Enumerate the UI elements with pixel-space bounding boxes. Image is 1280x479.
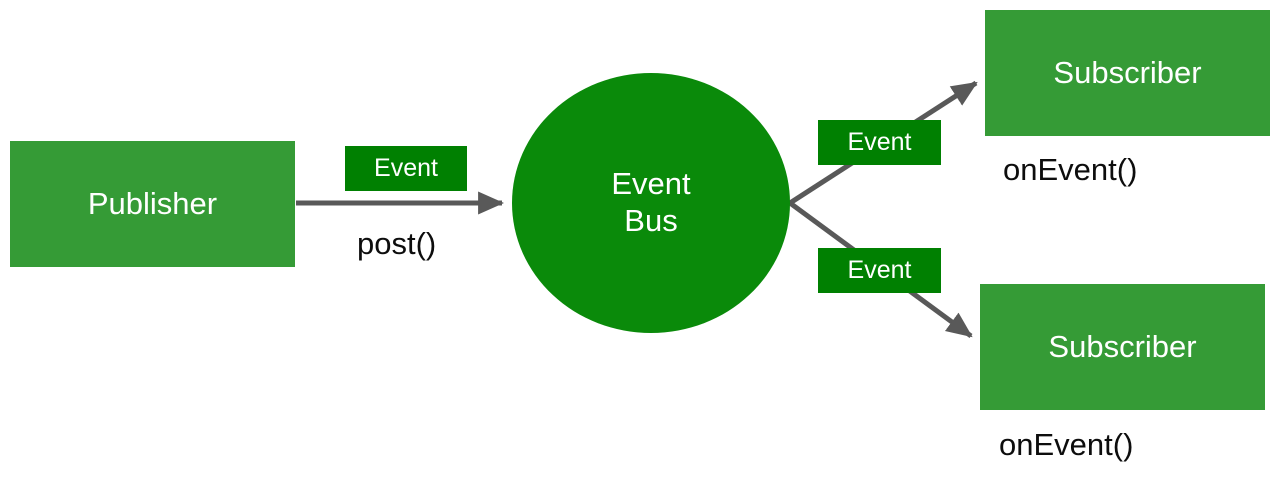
edge-tag-subscriber-top-event[interactable]: Event — [818, 120, 941, 165]
node-subscriber-top-label: Subscriber — [1053, 54, 1202, 90]
edge-tag-post-event[interactable]: Event — [345, 146, 467, 191]
edge-label-onevent-top: onEvent() — [1003, 152, 1138, 187]
edge-tag-post-event-label: Event — [374, 153, 438, 182]
edge-tag-subscriber-bottom-event-label: Event — [847, 255, 912, 284]
node-event-bus-label: Event Bus — [611, 166, 691, 238]
node-publisher-label: Publisher — [87, 185, 218, 221]
edge-label-onevent-bottom: onEvent() — [999, 427, 1134, 462]
node-event-bus[interactable]: Event Bus — [512, 73, 790, 333]
node-publisher[interactable]: Publisher — [10, 141, 295, 267]
edge-label-post: post() — [357, 226, 437, 261]
node-subscriber-bottom[interactable]: Subscriber — [980, 284, 1265, 410]
edge-tag-subscriber-top-event-label: Event — [847, 127, 912, 156]
node-subscriber-bottom-label: Subscriber — [1048, 328, 1197, 364]
node-subscriber-top[interactable]: Subscriber — [985, 10, 1270, 136]
edge-tag-subscriber-bottom-event[interactable]: Event — [818, 248, 941, 293]
